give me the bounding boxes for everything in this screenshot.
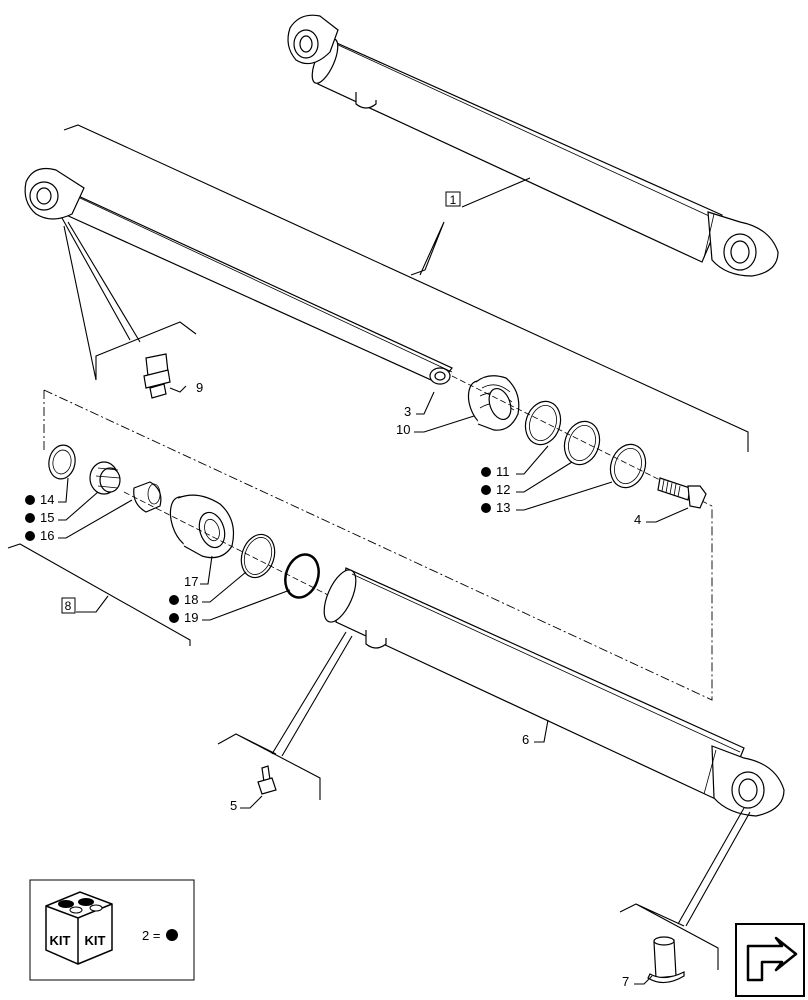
screw bbox=[657, 477, 707, 509]
callout-13: 13 bbox=[496, 500, 510, 515]
kit-bullet-12 bbox=[481, 485, 491, 495]
callout-18: 18 bbox=[184, 592, 198, 607]
kit-label-left: KIT bbox=[50, 933, 71, 948]
pin-bushing bbox=[647, 936, 685, 984]
rod-seal-15 bbox=[89, 461, 121, 495]
piston-rod bbox=[24, 167, 453, 385]
seal-ring-12 bbox=[563, 420, 601, 466]
kit-bullet-18 bbox=[169, 595, 179, 605]
callout-9: 9 bbox=[196, 380, 203, 395]
kit-bullet-16 bbox=[25, 531, 35, 541]
kit-bullet-14 bbox=[25, 495, 35, 505]
seal-ring-11 bbox=[524, 400, 562, 446]
kit-label-right: KIT bbox=[85, 933, 106, 948]
kit-box-icon: KIT KIT bbox=[45, 891, 113, 965]
kit-legend: KIT KIT 2 = bbox=[29, 879, 195, 981]
callout-4: 4 bbox=[634, 512, 641, 527]
callout-17: 17 bbox=[184, 574, 198, 589]
kit-bullet-19 bbox=[169, 613, 179, 623]
callout-14: 14 bbox=[40, 492, 54, 507]
callout-11: 11 bbox=[496, 464, 510, 479]
assembled-cylinder bbox=[287, 14, 779, 277]
kit-marker-label: 2 = bbox=[142, 928, 160, 943]
wiper-seal-14 bbox=[48, 444, 76, 480]
callout-7: 7 bbox=[622, 974, 629, 989]
callout-6: 6 bbox=[522, 732, 529, 747]
backup-ring-19 bbox=[284, 553, 320, 599]
callout-16: 16 bbox=[40, 528, 54, 543]
callout-12: 12 bbox=[496, 482, 510, 497]
next-page-arrow-icon[interactable] bbox=[735, 923, 805, 997]
filled-circle-icon bbox=[166, 929, 178, 941]
callout-19: 19 bbox=[184, 610, 198, 625]
callout-5: 5 bbox=[230, 798, 237, 813]
bushing-16 bbox=[133, 481, 162, 513]
kit-bullet-15 bbox=[25, 513, 35, 523]
piston bbox=[467, 375, 520, 431]
kit-bullet-13 bbox=[481, 503, 491, 513]
callout-3: 3 bbox=[404, 404, 411, 419]
grease-nipple-small bbox=[257, 765, 277, 795]
o-ring-18 bbox=[240, 533, 276, 579]
callout-15: 15 bbox=[40, 510, 54, 525]
assembly-bracket: 1 bbox=[63, 124, 749, 452]
cylinder-barrel bbox=[323, 567, 785, 817]
grease-nipple bbox=[143, 353, 171, 399]
gland bbox=[169, 494, 235, 559]
callout-seal-kit: 8 bbox=[65, 599, 72, 613]
kit-bullet-11 bbox=[481, 467, 491, 477]
callout-assembly: 1 bbox=[450, 193, 457, 207]
callout-10: 10 bbox=[396, 422, 410, 437]
seal-kit-boundary bbox=[43, 389, 713, 701]
seal-ring-13 bbox=[609, 443, 647, 489]
